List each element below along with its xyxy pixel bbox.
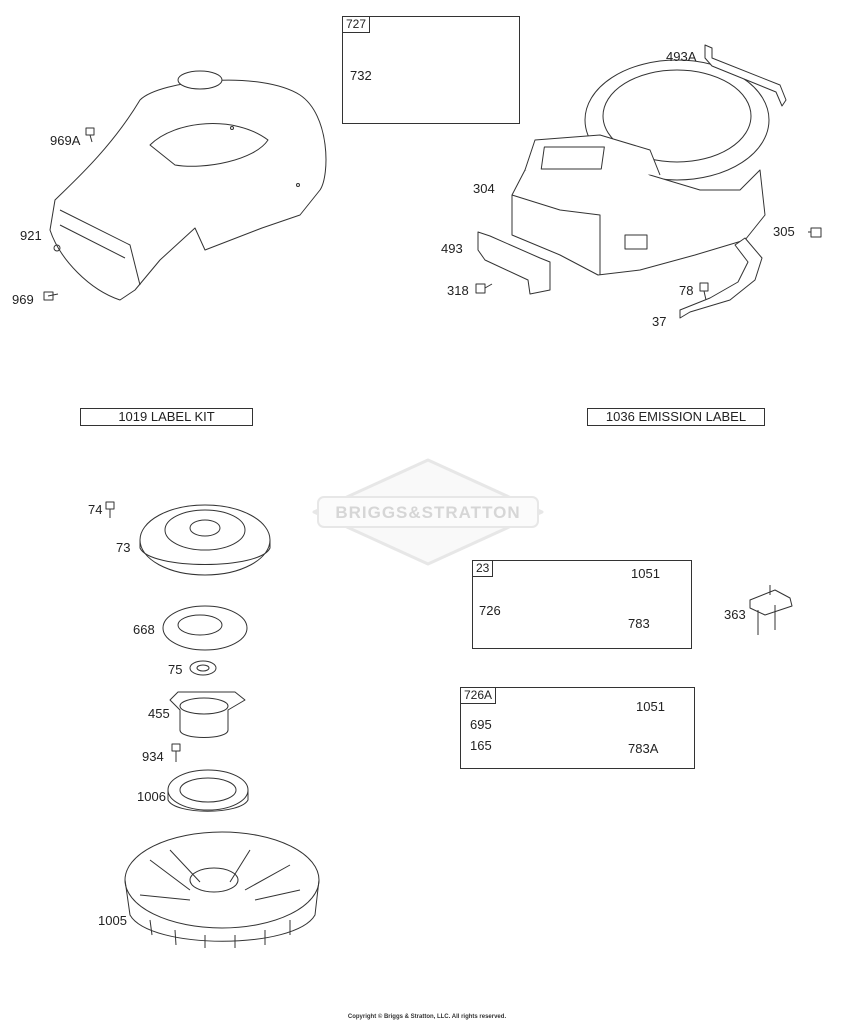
callout-78: 78 — [679, 283, 694, 298]
callout-921: 921 — [20, 228, 42, 243]
copyright-text: Copyright © Briggs & Stratton, LLC. All … — [347, 1014, 507, 1020]
callout-37: 37 — [652, 314, 667, 329]
cup-455 — [169, 691, 246, 738]
group-label-23: 23 — [472, 560, 494, 577]
group-label-727: 727 — [342, 16, 371, 33]
screen-73 — [139, 504, 271, 576]
callout-695: 695 — [470, 717, 492, 732]
callout-783: 783 — [628, 616, 650, 631]
screw-969A — [85, 127, 95, 143]
cup-668 — [162, 605, 248, 651]
group-box-23 — [472, 560, 692, 649]
screw-305 — [808, 227, 822, 238]
callout-1051-a: 1051 — [631, 566, 660, 581]
label-kit-box: 1019 LABEL KIT — [80, 408, 253, 426]
bracket-493A — [704, 44, 787, 107]
callout-305: 305 — [773, 224, 795, 239]
screw-78 — [699, 282, 709, 301]
blower-housing-921 — [49, 70, 327, 301]
watermark-logo — [312, 458, 544, 566]
watermark-text: BRIGGS&STRATTON — [335, 503, 521, 522]
callout-363: 363 — [724, 607, 746, 622]
deflector-37 — [679, 237, 763, 319]
group-label-726A: 726A — [460, 687, 497, 704]
callout-934: 934 — [142, 749, 164, 764]
blower-housing-304 — [511, 59, 770, 276]
emission-label-box: 1036 EMISSION LABEL — [587, 408, 765, 426]
callout-726: 726 — [479, 603, 501, 618]
callout-318: 318 — [447, 283, 469, 298]
ratchet-1006 — [167, 769, 249, 812]
callout-75: 75 — [168, 662, 183, 677]
group-box-727 — [342, 16, 520, 124]
screw-934 — [171, 743, 181, 762]
callout-969: 969 — [12, 292, 34, 307]
screw-318 — [475, 283, 493, 294]
flywheel-1005 — [124, 831, 320, 948]
bracket-363 — [749, 585, 793, 635]
callout-1006: 1006 — [137, 789, 166, 804]
screw-969 — [43, 291, 59, 301]
group-box-726A — [460, 687, 695, 769]
callout-969A: 969A — [50, 133, 81, 148]
callout-1051-b: 1051 — [636, 699, 665, 714]
callout-74: 74 — [88, 502, 103, 517]
callout-165: 165 — [470, 738, 492, 753]
bracket-493 — [477, 231, 551, 295]
callout-493: 493 — [441, 241, 463, 256]
callout-732: 732 — [350, 68, 372, 83]
callout-455: 455 — [148, 706, 170, 721]
callout-783A: 783A — [628, 741, 659, 756]
washer-75 — [189, 660, 217, 676]
screw-74 — [105, 501, 115, 518]
callout-668: 668 — [133, 622, 155, 637]
callout-304: 304 — [473, 181, 495, 196]
callout-493A: 493A — [666, 49, 697, 64]
callout-1005: 1005 — [98, 913, 127, 928]
callout-73: 73 — [116, 540, 131, 555]
